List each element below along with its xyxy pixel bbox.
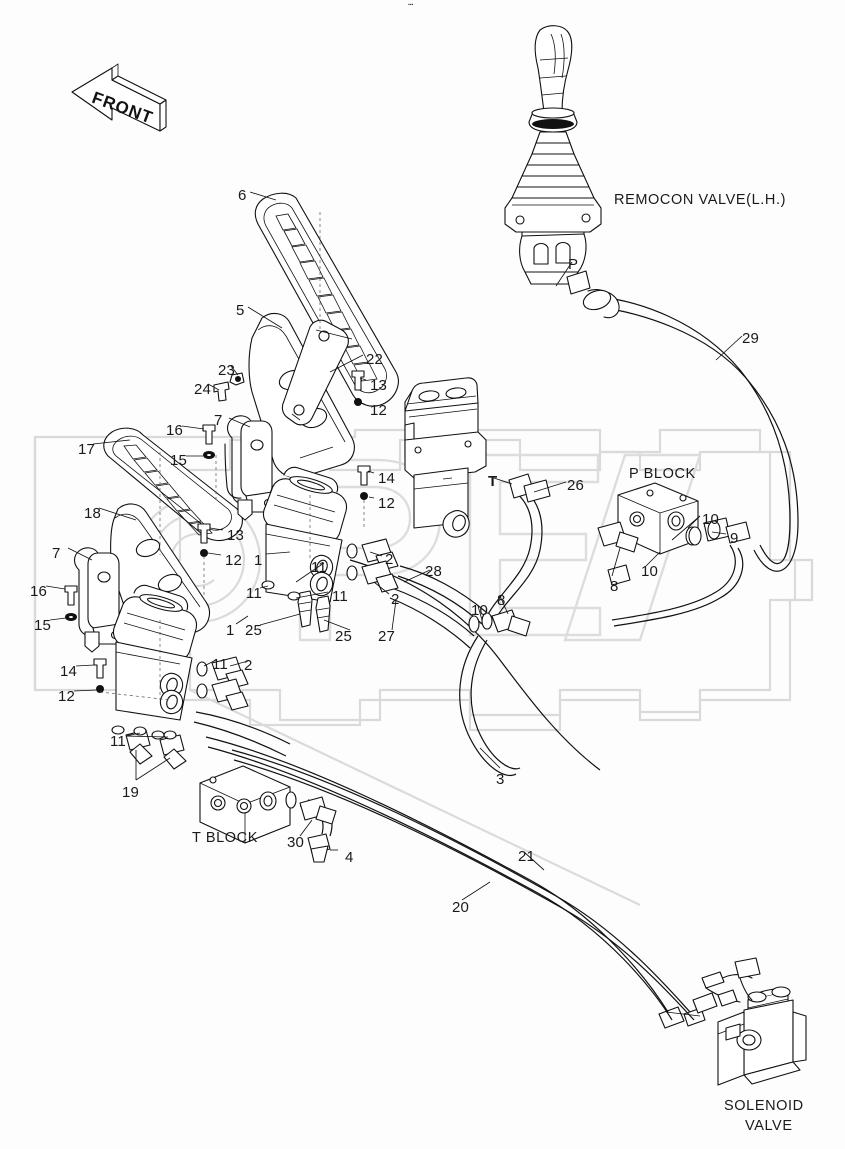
callout-number: 14 <box>60 663 78 680</box>
callout-number: 5 <box>236 302 245 319</box>
callout-number: 7 <box>214 412 223 429</box>
pedal-pad-upper <box>254 192 399 407</box>
callout-number: 13 <box>370 377 388 394</box>
callout-number: 20 <box>452 899 470 916</box>
callout-number: 3 <box>496 771 505 788</box>
callout-number: 15 <box>34 617 52 634</box>
leader-lines <box>45 191 743 1017</box>
callout-number: 10 <box>641 563 659 580</box>
construction-lines <box>99 212 365 701</box>
callout-number: 16 <box>166 422 184 439</box>
callout-number: 6 <box>238 187 247 204</box>
callout-number: 18 <box>84 505 102 522</box>
callout-number: 10 <box>471 602 489 619</box>
solenoid-valve-assembly <box>658 957 807 1086</box>
caption-solenoid-valve-line2: VALVE <box>745 1118 793 1134</box>
t-block-manifold <box>199 765 291 844</box>
callout-number: 4 <box>345 849 354 866</box>
fittings-group <box>111 520 721 863</box>
callout-number: 8 <box>610 578 619 595</box>
callout-number: 9 <box>730 530 739 547</box>
remocon-valve-joystick <box>504 25 602 285</box>
callout-number: 21 <box>518 848 536 865</box>
callout-number: 11 <box>110 733 126 750</box>
caption-t-block: T BLOCK <box>192 830 258 846</box>
callout-number: 2 <box>385 551 394 568</box>
callout-number: 15 <box>170 452 188 469</box>
hydraulic-hoses <box>193 270 799 1021</box>
callout-number: 19 <box>122 784 140 801</box>
callout-number: 14 <box>378 470 396 487</box>
callout-number: 17 <box>78 441 96 458</box>
pedal-pad-lower <box>103 427 243 542</box>
p-block-manifold <box>617 482 699 555</box>
callout-number: 8 <box>497 592 506 609</box>
callout-number: 28 <box>425 563 443 580</box>
callout-number: 2 <box>391 591 400 608</box>
callout-number: 12 <box>58 688 76 705</box>
callout-number: 22 <box>366 351 384 368</box>
callout-number: 25 <box>245 622 263 639</box>
hardware-group <box>64 370 371 740</box>
port-label-p: P <box>568 256 579 273</box>
link-arm-22 <box>281 319 353 426</box>
callout-number: 13 <box>227 527 245 544</box>
callout-number: 11 <box>311 559 327 576</box>
callout-number: 11 <box>332 588 348 605</box>
callout-number: 12 <box>225 552 243 569</box>
pedal-valve-body-lower <box>112 584 198 721</box>
callout-number: 2 <box>244 657 253 674</box>
callout-number: 25 <box>335 628 353 645</box>
callout-number: 1 <box>254 552 263 569</box>
callout-number: 7 <box>52 545 61 562</box>
callout-number: 12 <box>378 495 396 512</box>
callout-number: 10 <box>702 511 720 528</box>
callout-number: 29 <box>742 330 760 347</box>
callout-number: 23 <box>218 362 236 379</box>
port-label-t: T <box>488 473 498 490</box>
callout-number: 11 <box>212 656 228 673</box>
callout-number: 16 <box>30 583 48 600</box>
caption-p-block: P BLOCK <box>629 466 696 482</box>
callout-number: 24 <box>194 381 212 398</box>
front-arrow-shape <box>71 63 167 132</box>
top-edge-mark: ▪▪▪ <box>408 2 414 8</box>
callout-number: 12 <box>370 402 388 419</box>
callout-number: 26 <box>567 477 585 494</box>
caption-remocon-valve: REMOCON VALVE(L.H.) <box>614 192 786 208</box>
pedal-valve-body-center <box>262 466 348 603</box>
callout-number: 11 <box>246 585 262 602</box>
callout-number: 1 <box>226 622 235 639</box>
handle-bracket-upper-7 <box>224 415 284 521</box>
callout-number: 27 <box>378 628 396 645</box>
caption-solenoid-valve-line1: SOLENOID <box>724 1098 804 1114</box>
remote-control-valve-center <box>404 377 487 538</box>
callout-number: 30 <box>287 834 305 851</box>
